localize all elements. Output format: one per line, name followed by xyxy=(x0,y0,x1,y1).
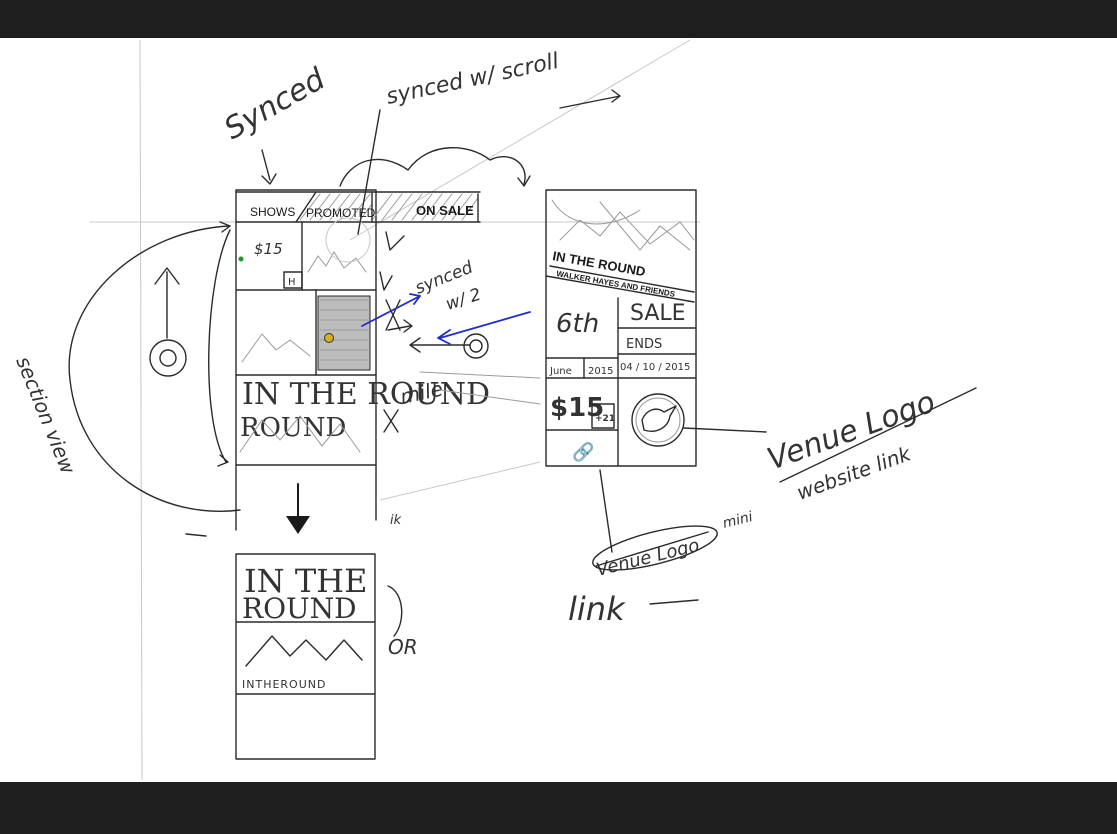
cell-title-line2: ROUND xyxy=(242,592,357,625)
arrow-left xyxy=(409,337,471,353)
sun-sketch xyxy=(325,217,371,263)
section-curve xyxy=(68,225,241,512)
synced-scroll-note: synced w/ scroll xyxy=(384,49,561,110)
detail-card-wireframe: IN THE ROUND WALKER HAYES AND FRIENDS 6t… xyxy=(545,189,697,467)
hero-mountain xyxy=(559,211,695,245)
strike-line xyxy=(595,531,709,567)
tab-promoted[interactable]: PROMOTED xyxy=(306,206,376,220)
venue-logo-inner xyxy=(635,397,681,443)
tab-promoted-shading xyxy=(299,193,479,221)
cell-caption: INTHEROUND xyxy=(242,678,326,691)
section-curve-inner xyxy=(208,229,231,463)
scroll-thumb-inner xyxy=(159,349,177,367)
scroll-arrow-head xyxy=(154,267,180,285)
touch-circle-inner xyxy=(469,339,483,353)
date-month: June xyxy=(549,366,572,377)
sketch-canvas: SHOWS PROMOTED ON SALE $15 H IN THE ROUN… xyxy=(0,38,1117,782)
tile-title: IN THE ROUND xyxy=(242,377,490,412)
tile-badge-box xyxy=(283,271,303,289)
note-tail xyxy=(649,599,699,605)
arrow-right xyxy=(559,89,621,109)
arrow-head xyxy=(217,454,229,467)
synced-arrow xyxy=(261,149,277,185)
link-icon[interactable]: 🔗 xyxy=(572,441,594,463)
link-note: link xyxy=(568,590,626,628)
arrow-head xyxy=(517,175,531,187)
hero-sketch xyxy=(551,199,691,251)
age-label: +21 xyxy=(595,414,615,424)
venue-logo-circle[interactable] xyxy=(631,393,685,447)
age-box xyxy=(591,403,615,429)
tab-divider xyxy=(295,191,317,223)
pointer-line xyxy=(439,389,541,405)
left-phone-wireframe: SHOWS PROMOTED ON SALE $15 H IN THE ROUN… xyxy=(235,189,490,531)
wireframe-sketch: SHOWS PROMOTED ON SALE $15 H IN THE ROUN… xyxy=(11,39,977,781)
bottom-phone-frame xyxy=(235,553,376,760)
bottom-toolbar-bar xyxy=(0,782,1117,834)
section-view-note: section view xyxy=(11,353,80,478)
blue-arrow xyxy=(437,311,531,345)
synced-scroll-line xyxy=(357,109,381,235)
selected-tile xyxy=(317,295,371,371)
date-year: 2015 xyxy=(588,366,613,377)
tile-price: $15 xyxy=(254,240,283,258)
crossed-circle xyxy=(592,525,718,571)
or-note: OR xyxy=(388,635,418,659)
arrow-right xyxy=(387,319,413,333)
synced-note: Synced xyxy=(219,61,332,147)
left-phone-frame xyxy=(235,189,377,466)
guide-line xyxy=(349,39,691,241)
scroll-thumb-icon xyxy=(149,339,187,377)
arrow-down-head xyxy=(286,516,310,534)
or-bracket xyxy=(387,585,403,637)
touch-circle xyxy=(463,333,489,359)
guide-line xyxy=(379,461,541,501)
tab-shows[interactable]: SHOWS xyxy=(250,205,295,219)
guide-line xyxy=(139,39,143,781)
x-mark xyxy=(385,299,401,331)
arrow-head xyxy=(219,221,231,233)
check-arrow xyxy=(385,231,405,251)
tile-badge: H xyxy=(288,277,296,288)
green-dot xyxy=(238,256,244,262)
mountain-icon xyxy=(241,333,311,363)
mini-note: mini xyxy=(721,509,754,532)
top-toolbar-bar xyxy=(0,0,1117,38)
sync-curves xyxy=(339,146,526,187)
check-arrow xyxy=(379,271,393,291)
yellow-dot xyxy=(324,333,334,343)
x-mark xyxy=(383,409,399,433)
title-underline xyxy=(549,265,695,293)
tick-mark xyxy=(185,533,207,537)
ends-date: 04 / 10 / 2015 xyxy=(620,362,690,373)
bottom-phone-wireframe: IN THE ROUND INTHEROUND xyxy=(235,553,376,760)
blue-arrow xyxy=(361,293,421,327)
detail-price[interactable]: $15 xyxy=(550,393,604,423)
pointer-line xyxy=(683,427,767,433)
ik-note: ik xyxy=(390,513,402,528)
note-underline xyxy=(779,387,977,483)
synced-blue-note-2: w/ 2 xyxy=(443,285,483,315)
cell-title-line1: IN THE xyxy=(244,562,367,600)
date-day: 6th xyxy=(556,309,599,339)
ends-label: ENDS xyxy=(626,337,662,352)
tab-on-sale[interactable]: ON SALE xyxy=(416,203,474,218)
pointer-line xyxy=(599,469,613,553)
mountain-icon xyxy=(307,251,367,273)
mountain-icon xyxy=(239,415,361,453)
pointer-line xyxy=(419,371,541,379)
twitter-bird-icon xyxy=(641,405,677,432)
sale-label: SALE xyxy=(630,301,686,326)
title-underline xyxy=(545,275,695,303)
mountain-icon xyxy=(245,635,363,667)
